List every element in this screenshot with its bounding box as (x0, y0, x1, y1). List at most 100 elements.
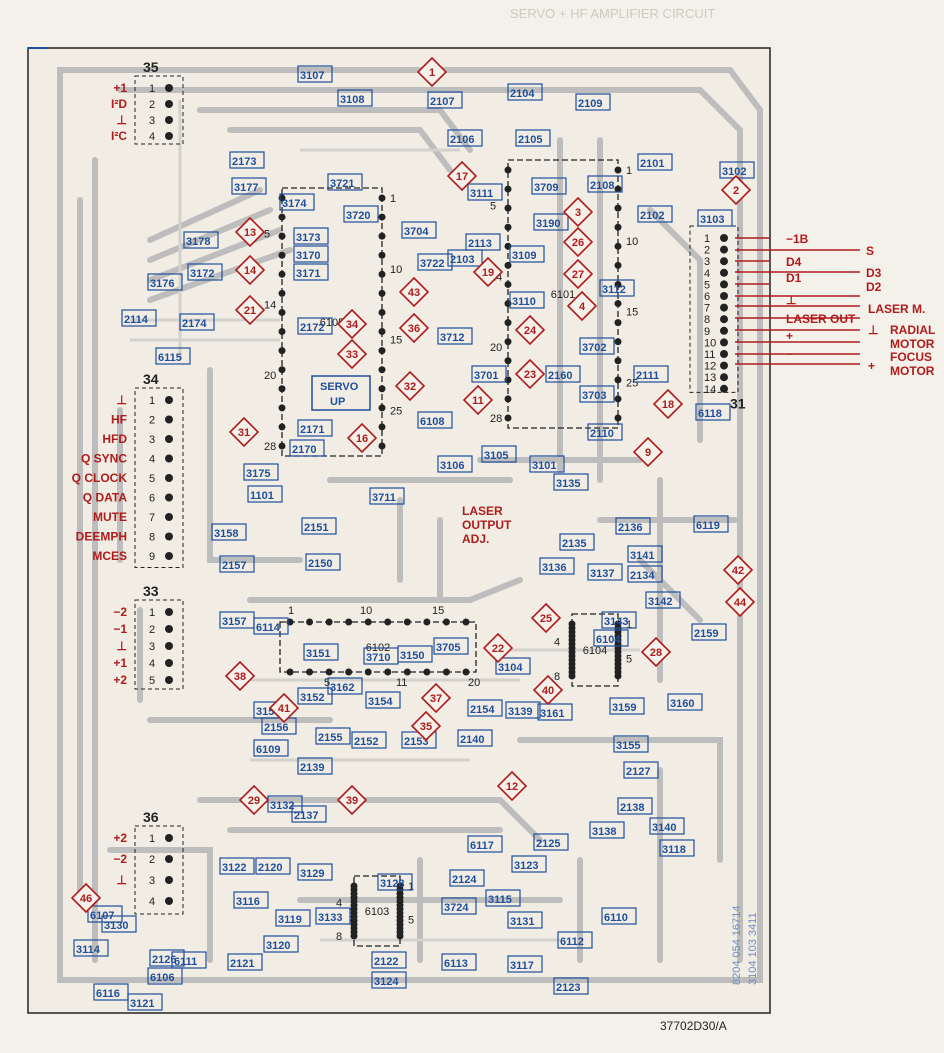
ic-pad (378, 385, 386, 393)
ic-pin-number: 15 (390, 335, 402, 347)
marker-9: 9 (632, 436, 664, 468)
marker-label: 9 (645, 447, 651, 459)
solder-pad (720, 361, 728, 370)
component-3116: 3116 (233, 891, 269, 909)
connector-number: 33 (143, 583, 159, 599)
ic-pad (278, 385, 286, 393)
component-ref: 3123 (514, 860, 538, 872)
connector-number: 36 (143, 809, 159, 825)
marker-label: 25 (540, 613, 552, 625)
ic-pad (364, 618, 372, 626)
component-ref: 6104 (596, 634, 621, 646)
connector-pin-number: 5 (149, 473, 155, 485)
ic-pad (378, 442, 386, 450)
component-ref: 2173 (232, 156, 256, 168)
component-ref: 2108 (590, 180, 614, 192)
connector-pin-number: 3 (149, 641, 155, 653)
solder-pad (720, 292, 728, 300)
servo-up-label: SERVO UP (311, 375, 371, 411)
ic-pad (378, 366, 386, 374)
component-ref: 3129 (300, 868, 324, 880)
ic-pad (504, 261, 512, 269)
component-ref: 3721 (330, 178, 354, 190)
marker-label: 44 (734, 597, 747, 609)
connector-pin-number: 1 (149, 395, 155, 407)
connector-pin-number: 6 (149, 493, 155, 505)
ic-pad (378, 232, 386, 240)
component-ref: 3108 (340, 94, 364, 106)
component-2114: 2114 (121, 309, 157, 327)
component-2109: 2109 (575, 93, 611, 111)
connector-pin-number: 8 (149, 532, 155, 544)
component-ref: 2126 (152, 954, 176, 966)
ic-pad (403, 668, 411, 676)
component-ref: 3107 (300, 70, 324, 82)
component-3119: 3119 (275, 909, 311, 927)
component-3158: 3158 (211, 523, 247, 541)
ic-pad (504, 223, 512, 231)
component-2103: 2103 (447, 249, 483, 267)
solder-pad (165, 532, 173, 541)
component-2157: 2157 (219, 555, 255, 573)
solder-pad (165, 415, 173, 424)
component-ref: 2134 (630, 570, 655, 582)
component-ref: 2106 (450, 134, 474, 146)
connector-pin-number: 3 (149, 115, 155, 127)
component-3106: 3106 (437, 455, 473, 473)
component-3170: 3170 (293, 245, 329, 263)
ic-pin-number: 5 (324, 677, 330, 689)
ic-pad (442, 618, 450, 626)
solder-pad (720, 326, 728, 335)
ic-pad (614, 223, 622, 231)
component-3110: 3110 (509, 291, 545, 309)
component-6117: 6117 (467, 835, 503, 853)
component-ref: 3114 (76, 944, 101, 956)
connector-pin-number: 5 (149, 675, 155, 687)
ic-pin-number: 20 (468, 677, 480, 689)
component-3111: 3111 (467, 183, 503, 201)
marker-label: 32 (404, 381, 416, 393)
component-3105: 3105 (481, 445, 517, 463)
connector-pin-label: MUTE (93, 510, 127, 524)
ic-pad (504, 319, 512, 327)
ic-pad (614, 280, 622, 288)
ic-pin-number: 15 (626, 307, 638, 319)
up-label: UP (330, 396, 345, 408)
solder-pad (165, 659, 173, 667)
component-ref: 2156 (264, 722, 288, 734)
component-ref: 3137 (590, 568, 614, 580)
component-6106: 6106 (147, 967, 183, 985)
component-3131: 3131 (507, 911, 543, 929)
component-ref: 3705 (436, 642, 460, 654)
component-ref: 3104 (498, 662, 523, 674)
component-3143: 3143 (601, 611, 637, 629)
component-ref: 3154 (368, 696, 393, 708)
connector-pin-label: ⊥ (117, 393, 127, 407)
ic-pad (278, 328, 286, 336)
connector-pin-label: +2 (113, 673, 127, 687)
marker-25: 25 (530, 602, 562, 634)
connector-pin-number: 7 (149, 512, 155, 524)
connector-pin-label: ⊥ (117, 873, 127, 887)
solder-pad (165, 100, 173, 108)
connector-pin-label: Q CLOCK (72, 471, 128, 485)
component-ref: 6106 (150, 972, 174, 984)
component-2106: 2106 (447, 129, 483, 147)
connector-pin-number: 4 (149, 454, 155, 466)
connector-pin-label: −2 (113, 852, 127, 866)
connector-pin-number: 13 (704, 372, 716, 384)
component-ref: 3106 (440, 460, 464, 472)
component-ref: 2171 (300, 424, 324, 436)
component-ref: 3174 (282, 198, 307, 210)
marker-label: 33 (346, 349, 358, 361)
ic-pad (278, 232, 286, 240)
component-3702: 3702 (579, 337, 615, 355)
connector-pin-number: 2 (149, 854, 155, 866)
component-3162: 3162 (327, 677, 363, 695)
component-2140: 2140 (457, 729, 493, 747)
component-ref: 3119 (278, 914, 302, 926)
component-2123: 2123 (553, 977, 589, 995)
component-ref: 2125 (536, 838, 560, 850)
marker-39: 39 (336, 784, 368, 816)
